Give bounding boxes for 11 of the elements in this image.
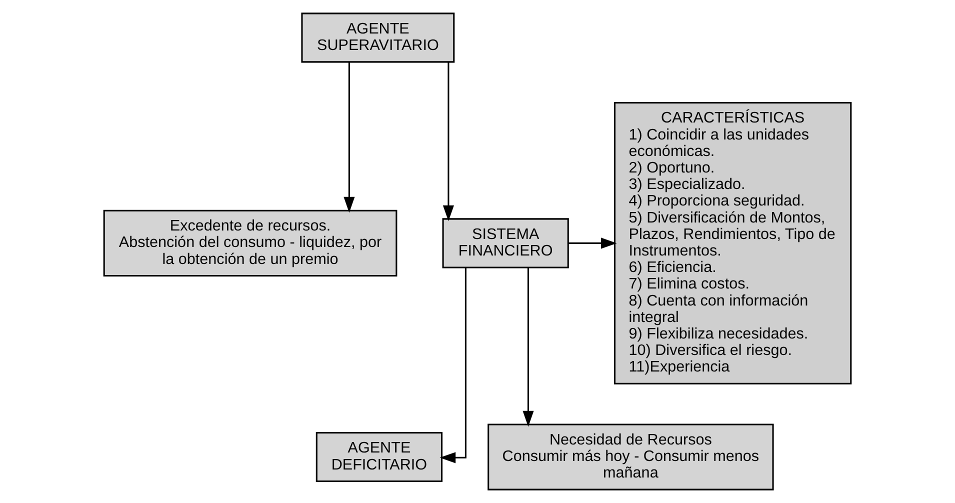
node-box: SISTEMA FINANCIERO (442, 218, 569, 268)
node-box: AGENTE DEFICITARIO (316, 432, 443, 482)
node-box: Necesidad de Recursos Consumir más hoy - Consumir menos mañana (488, 424, 774, 490)
arrow (522, 268, 534, 427)
arrow (442, 62, 454, 222)
node-box: Excedente de recursos. Abstención del consumo - liquidez, por la obtención de un premio (103, 210, 398, 277)
arrow (568, 238, 617, 249)
arrow (440, 268, 466, 464)
arrow (344, 62, 355, 213)
node-box: AGENTE SUPERAVITARIO (301, 12, 455, 63)
node-box: CARACTERÍSTICAS 1) Coincidir a las unidades económicas. 2) Oportuno. 3) Especializado. 4) Proporciona seguridad. 5) Diversificación de Montos, Plazos, Rendimientos, Tipo de Instrumentos. 6) Eficiencia. 7) Elimina costos. 8) Cuenta con información integral 9) Flexibiliza necesidades. 10) Diversifica el riesgo. 11)Experiencia (614, 102, 852, 384)
